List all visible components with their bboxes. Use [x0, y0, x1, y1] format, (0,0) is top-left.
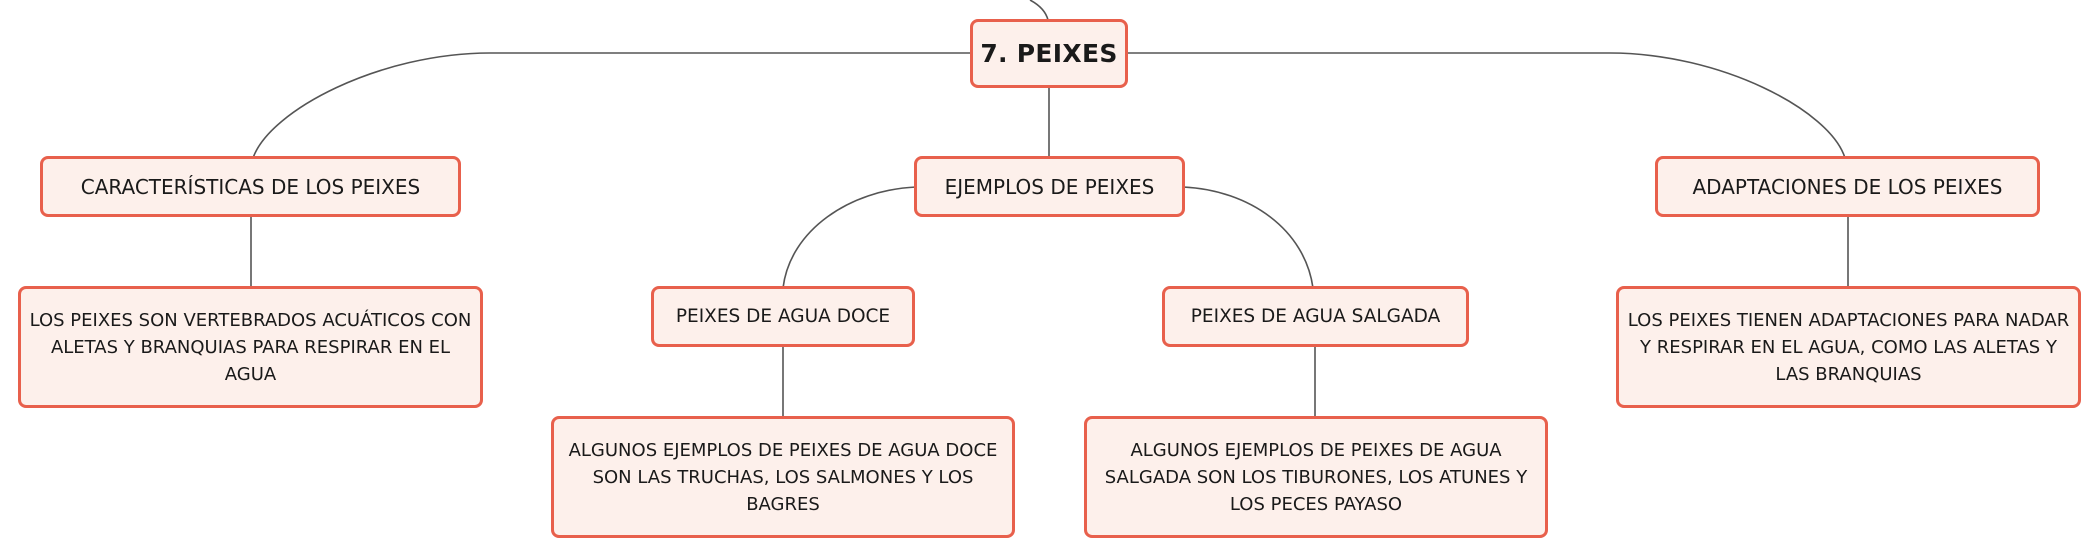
connector-root-to-caracteristicas: [252, 52, 970, 159]
topic-caracteristicas-label: CARACTERÍSTICAS DE LOS PEIXES: [80, 174, 421, 199]
detail-agua-doce[interactable]: ALGUNOS EJEMPLOS DE PEIXES DE AGUA DOCE …: [551, 416, 1015, 538]
connector-incoming: [1029, 0, 1049, 21]
subtopic-agua-doce-label: PEIXES DE AGUA DOCE: [675, 306, 891, 327]
detail-caracteristicas-text: LOS PEIXES SON VERTEBRADOS ACUÁTICOS CON…: [29, 309, 472, 385]
detail-agua-salgada[interactable]: ALGUNOS EJEMPLOS DE PEIXES DE AGUA SALGA…: [1084, 416, 1548, 538]
connector-ejemplos-to-salgada: [1182, 186, 1314, 289]
detail-adaptaciones[interactable]: LOS PEIXES TIENEN ADAPTACIONES PARA NADA…: [1616, 286, 2081, 408]
topic-adaptaciones-label: ADAPTACIONES DE LOS PEIXES: [1692, 174, 2003, 199]
root-label: 7. PEIXES: [980, 39, 1118, 68]
connector-root-to-adaptaciones: [1128, 52, 1846, 159]
detail-caracteristicas[interactable]: LOS PEIXES SON VERTEBRADOS ACUÁTICOS CON…: [18, 286, 483, 408]
subtopic-agua-salgada-label: PEIXES DE AGUA SALGADA: [1190, 306, 1441, 327]
detail-adaptaciones-text: LOS PEIXES TIENEN ADAPTACIONES PARA NADA…: [1627, 309, 2070, 385]
detail-agua-doce-text: ALGUNOS EJEMPLOS DE PEIXES DE AGUA DOCE …: [568, 439, 998, 515]
root-node[interactable]: 7. PEIXES: [970, 19, 1128, 88]
topic-caracteristicas[interactable]: CARACTERÍSTICAS DE LOS PEIXES: [40, 156, 461, 217]
connector-ejemplos-to-doce: [782, 186, 917, 289]
topic-adaptaciones[interactable]: ADAPTACIONES DE LOS PEIXES: [1655, 156, 2040, 217]
topic-ejemplos-label: EJEMPLOS DE PEIXES: [944, 174, 1155, 199]
detail-agua-salgada-text: ALGUNOS EJEMPLOS DE PEIXES DE AGUA SALGA…: [1104, 439, 1528, 515]
topic-ejemplos[interactable]: EJEMPLOS DE PEIXES: [914, 156, 1185, 217]
subtopic-agua-salgada[interactable]: PEIXES DE AGUA SALGADA: [1162, 286, 1469, 347]
subtopic-agua-doce[interactable]: PEIXES DE AGUA DOCE: [651, 286, 915, 347]
